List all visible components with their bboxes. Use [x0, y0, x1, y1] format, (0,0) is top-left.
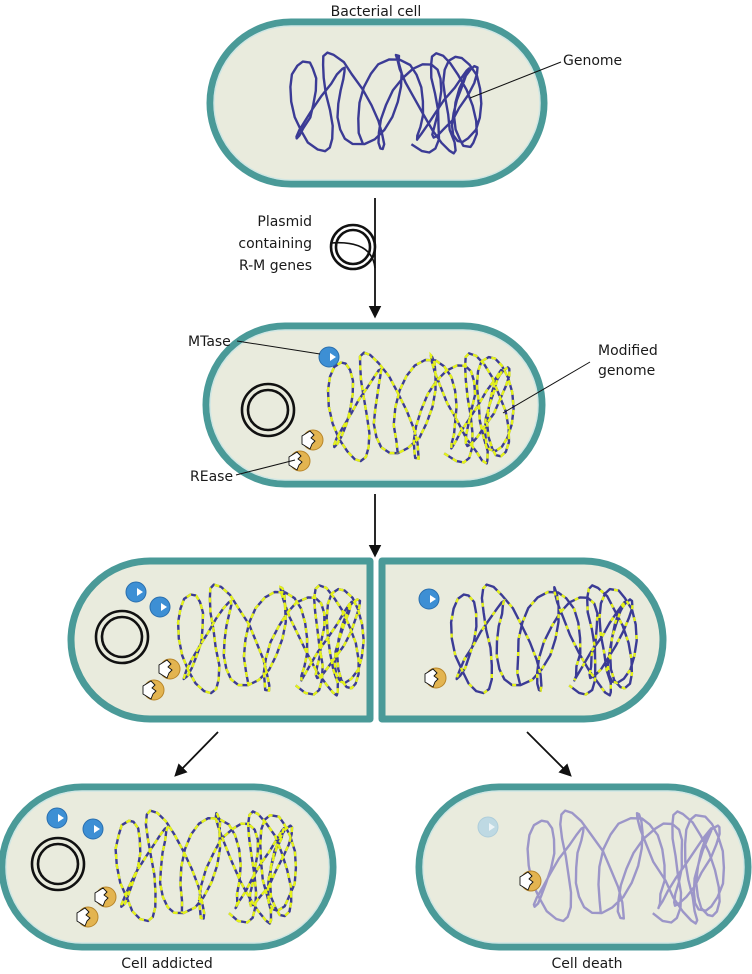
arrow-plasmid-entry — [330, 241, 376, 269]
methylation-marks — [326, 351, 515, 466]
leader-genome — [469, 61, 562, 99]
genome-modified — [326, 351, 515, 466]
label-cell-addicted: Cell addicted — [121, 956, 213, 972]
label-plasmid-line1: Plasmid — [257, 214, 312, 230]
cell-transformed-inner-membrane — [209, 329, 539, 481]
methylation-marks — [114, 809, 298, 926]
rease-icon — [424, 667, 447, 689]
arrow-to-death — [526, 731, 572, 777]
mtase-icon — [318, 346, 340, 368]
rease-icon — [158, 658, 181, 680]
mtase-icon — [418, 588, 440, 610]
label-mtase: MTase — [188, 334, 231, 350]
plasmid-dividing-left — [94, 609, 150, 665]
leader-mtase — [236, 340, 321, 355]
label-cell-death: Cell death — [551, 956, 622, 972]
mtase-icon — [46, 807, 68, 829]
rease-icon — [94, 886, 117, 908]
label-plasmid-line2: containing — [238, 236, 312, 252]
mtase-icon — [125, 581, 147, 603]
methylation-marks — [449, 583, 638, 698]
label-plasmid-line3: R-M genes — [239, 258, 312, 274]
cell-dividing-right — [378, 557, 667, 723]
cell-transformed — [202, 322, 546, 488]
genome-dividing-left — [176, 583, 365, 698]
cell-dead-inner-membrane — [422, 790, 745, 944]
label-modified-line2: genome — [598, 363, 655, 379]
cell-original-inner-membrane — [213, 25, 541, 181]
mtase-icon — [149, 596, 171, 618]
plasmid-free — [329, 223, 377, 271]
plasmid-addicted — [30, 836, 86, 892]
label-rease: REase — [190, 469, 233, 485]
cell-addicted-inner-membrane — [5, 790, 330, 944]
genome-degraded — [526, 809, 726, 925]
genome-original — [289, 51, 483, 155]
plasmid-transformed — [240, 382, 296, 438]
rease-icon — [142, 679, 165, 701]
label-bacterial-cell: Bacterial cell — [331, 4, 422, 20]
genome-strand — [289, 51, 483, 155]
rease-icon — [519, 870, 542, 892]
genome-dividing-right — [449, 583, 638, 698]
rease-icon — [76, 906, 99, 928]
cell-original — [206, 18, 548, 188]
mtase-icon — [82, 818, 104, 840]
genome-addicted — [114, 809, 298, 926]
arrow-to-addicted — [174, 731, 219, 777]
leader-rease — [235, 459, 296, 476]
label-modified-line1: Modified — [598, 343, 658, 359]
enzymes-layer — [46, 346, 542, 928]
label-genome: Genome — [563, 53, 622, 69]
leader-modified-genome — [502, 361, 591, 414]
rease-icon — [288, 450, 311, 472]
genome-strand — [176, 583, 365, 697]
rease-icon — [301, 429, 324, 451]
mtase-icon — [477, 816, 499, 838]
cell-dead — [415, 783, 752, 951]
genome-strand — [526, 809, 726, 925]
